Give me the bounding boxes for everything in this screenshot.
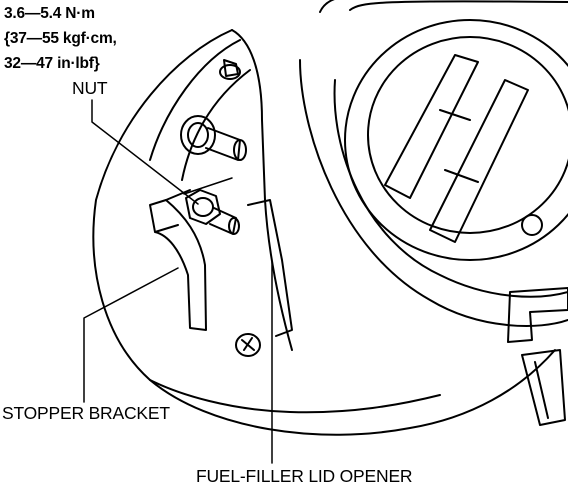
opener-grommet: [235, 333, 261, 357]
label-stopper-bracket: STOPPER BRACKET: [2, 403, 170, 423]
body-clip-upper: [507, 287, 568, 343]
cap-face: [367, 36, 568, 234]
cap-recess-ring: [299, 0, 568, 327]
upper-grommet: [219, 59, 241, 80]
cap-grip-left: [384, 54, 479, 199]
label-nut: NUT: [72, 78, 108, 98]
cap-grip-center: [439, 109, 479, 183]
stopper-bracket-edge: [154, 189, 191, 233]
housing-bottom-curve: [149, 379, 441, 414]
torque-spec-line1: 3.6—5.4 N·m: [4, 5, 95, 22]
torque-spec-line2: {37—55 kgf·cm,: [4, 30, 117, 47]
lid-opener-body: [247, 199, 293, 337]
stopper-bracket: [149, 199, 207, 331]
upper-stud: [180, 115, 247, 161]
cap-body: [344, 19, 568, 261]
fuel-cap: [299, 0, 568, 327]
nut: [185, 189, 240, 235]
housing-rear-wall: [231, 29, 293, 351]
housing-inner-lip: [149, 39, 251, 181]
body-clip-lower: [521, 349, 566, 426]
leader-nut: [91, 99, 199, 205]
torque-spec-line3: 32—47 in·lbf}: [4, 55, 100, 72]
label-fuel-filler-lid-opener: FUEL-FILLER LID OPENER: [196, 466, 413, 486]
cap-outer-rim: [333, 0, 568, 298]
cap-tether-pin: [521, 214, 543, 236]
cap-grip-right: [429, 79, 529, 243]
leader-torque: [183, 177, 233, 195]
leader-stopper-bracket: [83, 267, 179, 403]
